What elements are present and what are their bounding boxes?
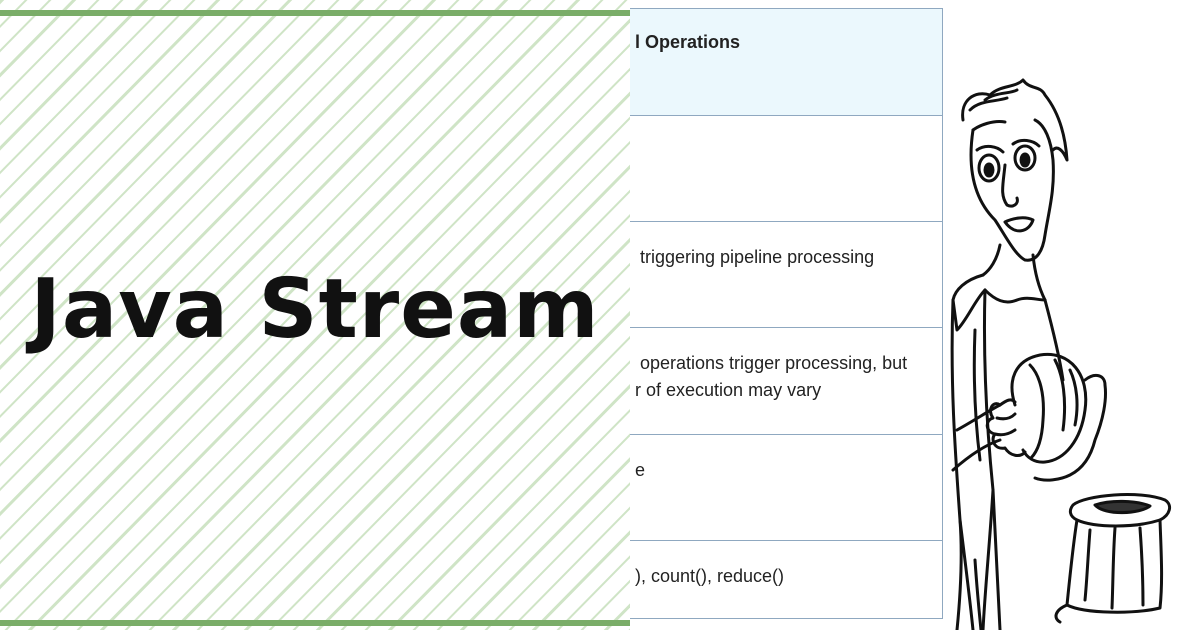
- hatch-line: [268, 262, 630, 630]
- hatch-line: [4, 0, 628, 630]
- hatch-line: [0, 0, 484, 492]
- hatch-line: [148, 140, 630, 630]
- hatch-line: [436, 433, 630, 630]
- table-row: triggering pipeline processing: [630, 222, 942, 328]
- hatch-line: [387, 383, 630, 630]
- title-banner: Java Stream: [0, 0, 630, 630]
- hatch-line: [0, 0, 460, 467]
- table-header-cell: l Operations: [635, 32, 741, 52]
- hatch-line: [220, 214, 630, 630]
- bottom-accent-bar: [0, 620, 630, 626]
- table-header-row: l Operations: [630, 9, 942, 116]
- hatch-line: [459, 457, 630, 630]
- hatch-line: [0, 0, 172, 175]
- table-cell: ), count(), reduce(): [635, 566, 785, 586]
- hatch-line: [27, 18, 630, 630]
- hatch-line: [340, 335, 630, 630]
- hatch-line: [0, 0, 604, 613]
- hatch-line: [0, 0, 412, 418]
- hatch-line: [124, 116, 630, 630]
- hatch-line: [292, 287, 630, 630]
- banner-title: Java Stream: [30, 262, 600, 357]
- table-row: operations trigger processing, but r of …: [630, 328, 942, 435]
- hatch-line: [412, 409, 630, 630]
- hatch-line: [0, 0, 365, 370]
- hamlet-illustration: [945, 0, 1200, 630]
- hatch-line: [0, 0, 556, 565]
- table-cell: operations trigger processing, but r of …: [635, 353, 908, 400]
- diagonal-hatch-background: [0, 0, 630, 630]
- hatch-line: [0, 0, 196, 199]
- hatch-line: [52, 43, 630, 630]
- hatch-line: [364, 360, 630, 630]
- man-holding-skull-drawing: [950, 78, 1172, 630]
- hatch-line: [0, 0, 244, 248]
- hatch-line: [508, 506, 630, 630]
- table-row: e: [630, 435, 942, 541]
- hatch-line: [0, 0, 221, 224]
- hatch-line: [76, 67, 630, 630]
- hatch-line: [0, 0, 316, 321]
- hatch-line: [0, 0, 509, 517]
- table-row: ), count(), reduce(): [630, 541, 942, 620]
- top-accent-bar: [0, 10, 630, 16]
- hatch-line: [243, 237, 630, 630]
- operations-table-crop: l Operations triggering pipeline process…: [630, 8, 945, 620]
- hatch-line: [0, 0, 581, 590]
- hatch-line: [0, 0, 532, 540]
- table-cell: triggering pipeline processing: [635, 247, 875, 267]
- hatch-line: [0, 0, 388, 394]
- table-cell: e: [635, 460, 646, 480]
- hatch-line: [0, 0, 340, 345]
- hatch-line: [0, 0, 293, 297]
- hatch-line: [0, 0, 268, 272]
- hatch-line: [0, 0, 100, 102]
- table-row: [630, 116, 942, 222]
- operations-table: l Operations triggering pipeline process…: [630, 8, 943, 619]
- hatch-line: [484, 482, 630, 630]
- hatch-line: [196, 189, 630, 630]
- hatch-line: [0, 0, 149, 151]
- hatch-line: [0, 0, 124, 126]
- hatch-line: [99, 91, 630, 630]
- hatch-line: [315, 310, 630, 630]
- hatch-line: [0, 0, 437, 444]
- hatch-line: [171, 164, 630, 630]
